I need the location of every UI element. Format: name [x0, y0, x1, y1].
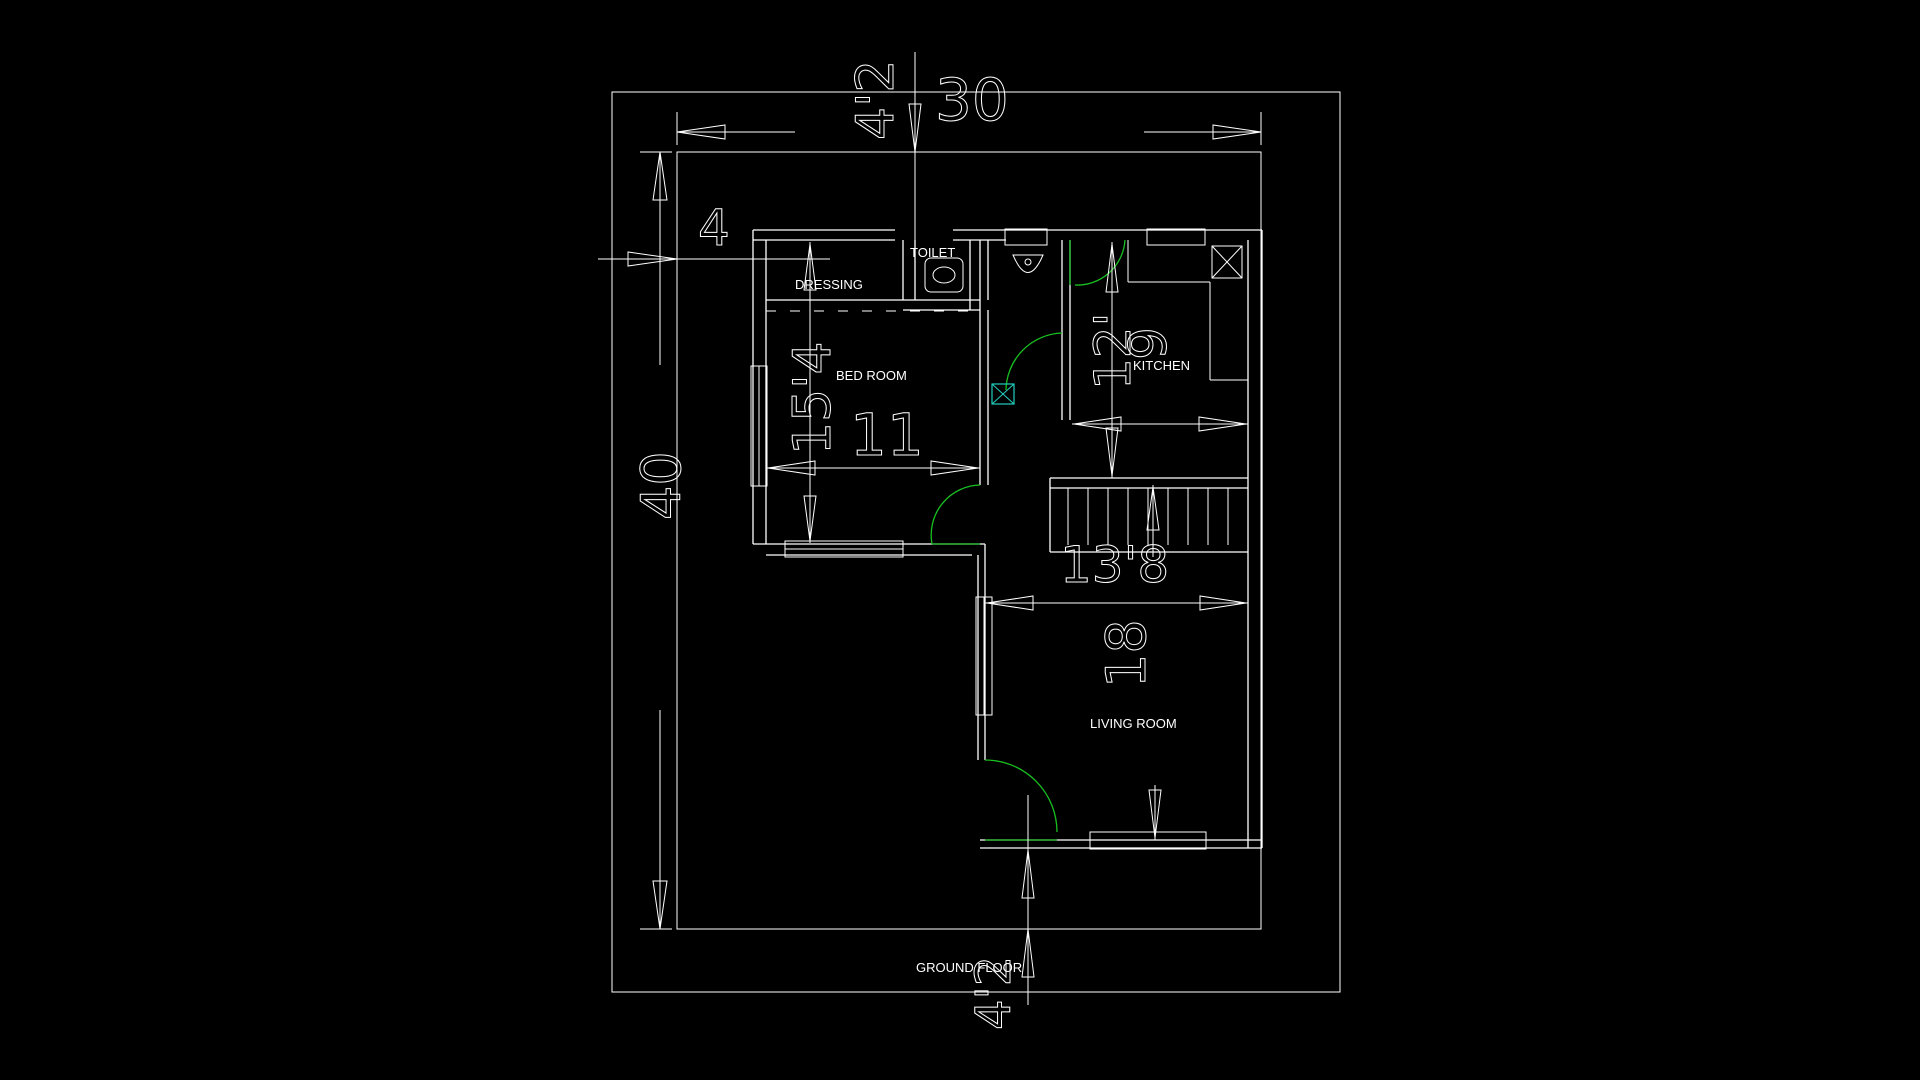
dim-living-room: 18: [1095, 619, 1158, 688]
left-dimension: [640, 151, 672, 930]
dim-top-offset: 4'2: [846, 60, 906, 140]
dim-left-offset: 4: [698, 199, 730, 257]
dim-kitchen-depth: 12': [1084, 313, 1142, 390]
sheet-border: [611, 91, 1341, 993]
kitchen-width-dimension: [1072, 416, 1248, 432]
dim-plot-width: 30: [935, 66, 1009, 134]
label-toilet: TOILET: [910, 245, 955, 260]
kitchen-depth-dimension: [1105, 242, 1119, 478]
plot-boundary: [676, 151, 1262, 930]
dim-bottom-offset: 4'2: [966, 956, 1022, 1030]
stair-dimension: [1146, 485, 1160, 557]
bed-room-width-dimension: [766, 460, 980, 476]
dim-kitchen-width: 9: [1119, 327, 1179, 360]
building-walls: [752, 229, 1263, 849]
label-kitchen: KITCHEN: [1133, 358, 1190, 373]
label-dressing: DRESSING: [795, 277, 863, 292]
dim-stair: 13'8: [1060, 536, 1169, 594]
living-room-width-dimension: [985, 595, 1248, 611]
bed-room-depth-dimension: [803, 242, 817, 543]
label-ground-floor: GROUND FLOOR: [916, 960, 1022, 975]
bottom-offset-dimension: [1021, 795, 1035, 1005]
toilet-fixture: [924, 257, 964, 293]
dim-bed-room-depth: 15'4: [783, 341, 843, 455]
windows: [750, 228, 1207, 850]
living-room-depth-dimension: [1148, 785, 1162, 840]
label-living-room: LIVING ROOM: [1090, 716, 1177, 731]
left-offset-dimension: [598, 251, 830, 267]
doors: [930, 239, 1126, 841]
washbasin-fixture: [1012, 254, 1044, 273]
top-dimension: [676, 112, 1262, 145]
dim-bed-room-width: 11: [850, 401, 924, 469]
sink-fixture: [991, 383, 1015, 405]
dim-plot-depth: 40: [630, 451, 693, 520]
label-bed-room: BED ROOM: [836, 368, 907, 383]
